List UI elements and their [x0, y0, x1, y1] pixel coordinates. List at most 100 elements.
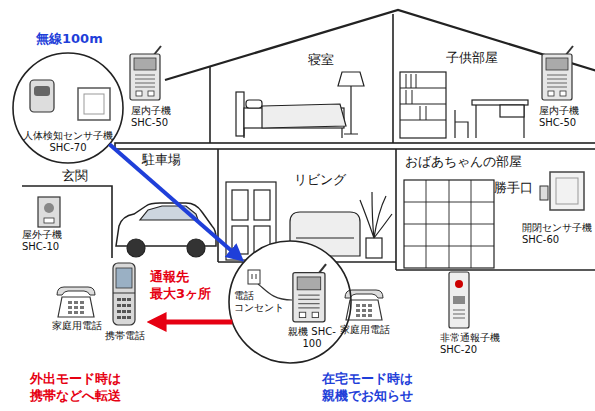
device-label: 家庭用電話 — [52, 320, 108, 332]
notify-arrow — [161, 320, 232, 325]
car-window — [140, 206, 198, 220]
sensor-lens — [34, 86, 50, 96]
room-label: おばあちゃんの部屋 — [405, 154, 522, 169]
door-sensor-inner — [556, 178, 578, 204]
wireless-arrow — [109, 144, 234, 253]
mobile-phone-icon — [113, 263, 135, 325]
room-label: 勝手口 — [494, 180, 533, 195]
phone-outlet — [248, 270, 292, 300]
car-wheel — [187, 239, 205, 257]
plant-leaves — [360, 192, 392, 238]
indoor-unit-icon — [542, 46, 573, 100]
mode-note: 在宅モード時は 親機でお知らせ — [322, 370, 426, 404]
chair — [455, 110, 468, 138]
kids-room-furniture — [400, 72, 528, 138]
home-phone-icon — [57, 287, 95, 317]
circle-backdrop — [13, 53, 123, 163]
emergency-unit-body — [449, 272, 469, 328]
base-unit-icon — [293, 264, 326, 322]
desk-legs — [476, 105, 524, 138]
wall — [209, 67, 211, 143]
device-label: 屋内子機 SHC-50 — [131, 105, 177, 129]
door-sensor-body — [550, 172, 584, 210]
sensor-icon — [30, 80, 110, 120]
door-sensor-magnet — [540, 186, 548, 200]
range-note: 無線100m — [36, 30, 126, 47]
floor-slab — [115, 143, 595, 149]
device-label: 非常通報子機 SHC-20 — [440, 332, 504, 356]
device: 親機 SHC-100 — [286, 262, 338, 354]
mode-note: 外出モード時は 携帯などへ転送 — [30, 370, 134, 404]
outlet-label: 電話 コンセント — [234, 290, 288, 314]
device-label: 屋外子機 SHC-10 — [22, 229, 76, 253]
bed-headboard — [236, 92, 244, 136]
pillow — [246, 100, 262, 108]
emergency-speaker — [453, 296, 465, 304]
roof — [165, 10, 595, 80]
bed-legs — [244, 128, 342, 138]
base-circle: 電話 コンセント親機 SHC-100 — [228, 240, 352, 364]
car-body — [116, 203, 216, 246]
device: 屋内子機 SHC-50 — [125, 42, 177, 134]
wall — [392, 14, 394, 143]
emergency-unit-icon — [449, 272, 469, 328]
device-label: 屋内子機 SHC-50 — [539, 105, 587, 129]
wall — [395, 149, 397, 270]
phone-cord — [258, 284, 292, 300]
wall — [217, 149, 219, 262]
room-label: 駐車場 — [142, 152, 181, 167]
outdoor-unit-button — [44, 218, 54, 223]
books — [406, 74, 426, 120]
device: 家庭用電話 — [338, 280, 398, 338]
grandma-room-furniture — [404, 180, 494, 268]
sensor-panel-inner — [84, 94, 104, 114]
device-label: 開閉センサ子機 SHC-60 — [522, 222, 592, 246]
bookshelf — [400, 72, 446, 138]
lamp-shade — [338, 72, 364, 86]
circle-outline — [13, 53, 123, 163]
device-label: 家庭用電話 — [340, 324, 396, 336]
room-label: 子供部屋 — [446, 50, 498, 65]
bed-blanket — [262, 104, 346, 128]
desk-top — [472, 100, 528, 105]
circle-outline — [229, 241, 351, 363]
door-panel — [254, 190, 270, 220]
emergency-button — [455, 280, 463, 288]
door-panel — [232, 226, 248, 254]
plant-pot — [366, 238, 382, 258]
shoji-lattice — [404, 180, 494, 268]
desk-drawer — [500, 105, 524, 117]
device: 屋外子機 SHC-10 — [18, 193, 78, 253]
car-wheel — [127, 239, 145, 257]
outlet-slots — [252, 274, 256, 279]
device: 携帯電話 — [104, 262, 148, 344]
door-sensor-icon — [540, 172, 584, 210]
outdoor-unit-icon — [38, 197, 60, 227]
room-label: 玄関 — [62, 168, 88, 183]
car — [116, 203, 216, 257]
door-panel — [232, 190, 248, 220]
lamp-stand — [344, 86, 358, 134]
device: 家庭用電話 — [50, 278, 110, 336]
outdoor-unit-speaker — [44, 203, 54, 213]
device: 屋内子機 SHC-50 — [533, 42, 589, 134]
device-label: 人体検知センサ子機 SHC-70 — [18, 130, 118, 154]
bedroom-furniture — [236, 72, 364, 138]
sensor-panel — [78, 88, 110, 120]
range-circle: 人体検知センサ子機 SHC-70 — [12, 52, 124, 164]
indoor-unit-icon — [130, 46, 161, 100]
outdoor-unit-body — [38, 197, 60, 227]
shoji-door — [404, 180, 494, 268]
emergency-grille — [453, 310, 465, 318]
outlet-plate — [248, 270, 260, 284]
edge-label: 通報先 最大3ヶ所 — [150, 268, 230, 302]
device-label: 携帯電話 — [105, 330, 147, 342]
sofa-seat — [296, 237, 354, 238]
shelf-lines — [400, 88, 446, 120]
circle-backdrop — [229, 241, 351, 363]
room-label: 寝室 — [308, 52, 334, 67]
floor — [396, 269, 595, 271]
device: 非常通報子機 SHC-20 — [438, 268, 506, 360]
